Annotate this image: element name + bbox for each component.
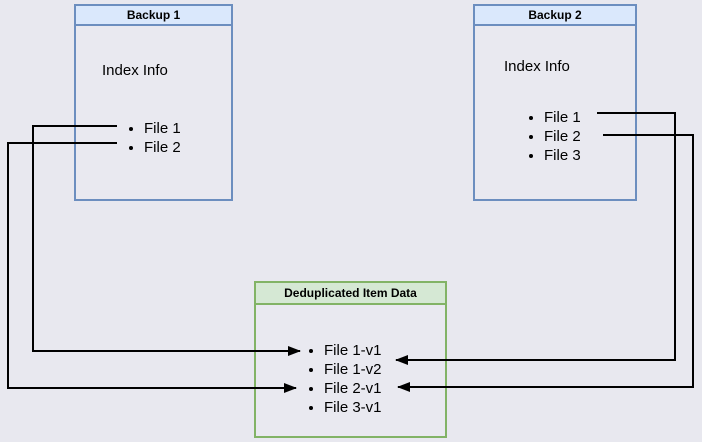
list-item: File 1-v1 xyxy=(324,341,382,360)
list-item: File 3 xyxy=(544,146,581,165)
list-item: File 2-v1 xyxy=(324,379,382,398)
deduplicated-item-data-title: Deduplicated Item Data xyxy=(256,283,445,305)
backup2-title: Backup 2 xyxy=(475,6,635,26)
backup2-box: Backup 2 Index Info File 1File 2File 3 xyxy=(473,4,637,201)
backup2-file-list: File 1File 2File 3 xyxy=(528,108,581,165)
backup1-box: Backup 1 Index Info File 1File 2 xyxy=(74,4,233,201)
backup1-index-info-label: Index Info xyxy=(102,62,168,79)
backup1-file-list: File 1File 2 xyxy=(128,119,181,157)
list-item: File 3-v1 xyxy=(324,398,382,417)
list-item: File 1 xyxy=(144,119,181,138)
list-item: File 2 xyxy=(544,127,581,146)
list-item: File 1 xyxy=(544,108,581,127)
list-item: File 2 xyxy=(144,138,181,157)
backup2-index-info-label: Index Info xyxy=(504,58,570,75)
deduplicated-item-list: File 1-v1File 1-v2File 2-v1File 3-v1 xyxy=(308,341,382,417)
backup1-title: Backup 1 xyxy=(76,6,231,26)
deduplicated-item-data-box: Deduplicated Item Data File 1-v1File 1-v… xyxy=(254,281,447,438)
list-item: File 1-v2 xyxy=(324,360,382,379)
